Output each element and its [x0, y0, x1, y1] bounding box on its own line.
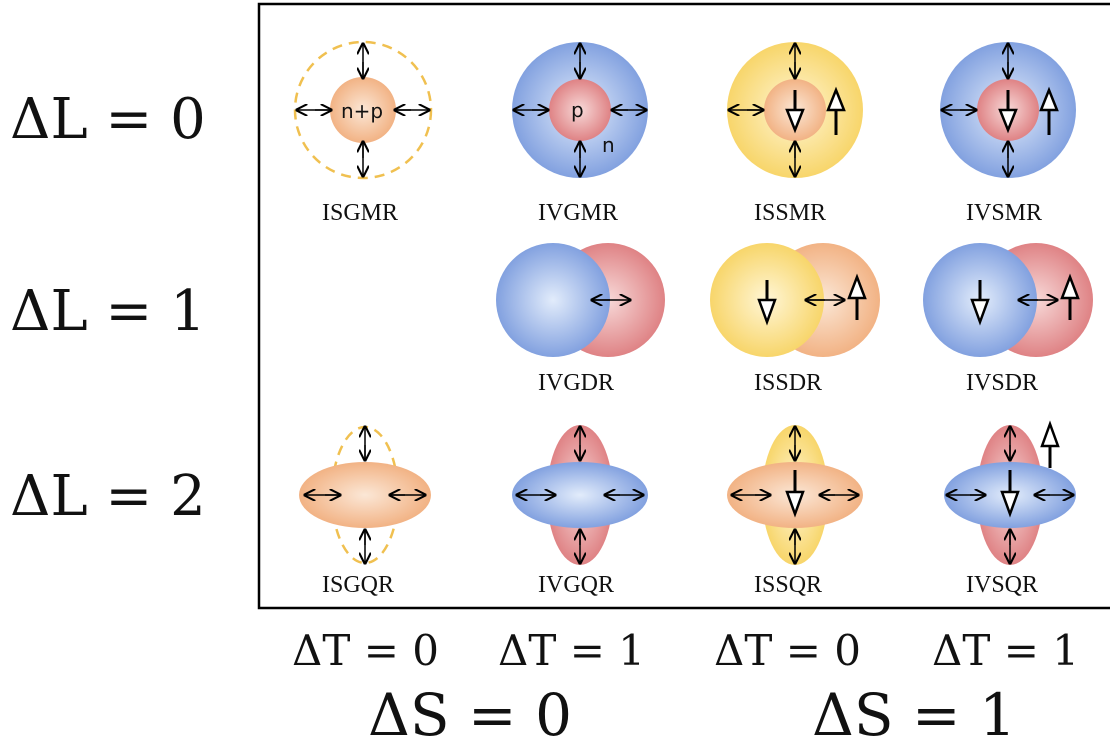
col-label-dt1-a: ΔT = 1: [498, 626, 645, 675]
label-p: p: [571, 98, 584, 122]
group-label-ds1: ΔS = 1: [812, 681, 1016, 745]
diagram-frame: [257, 2, 1110, 610]
ivgmr-figure: p n: [512, 42, 648, 178]
label-n-plus-p: n+p: [341, 99, 383, 123]
caption-isgmr: ISGMR: [322, 200, 398, 226]
ivsqr-figure: [944, 420, 1076, 565]
caption-ivsdr: IVSDR: [966, 370, 1038, 396]
caption-issmr: ISSMR: [754, 200, 826, 226]
ivsdr-figure: [923, 243, 1093, 357]
ivsmr-figure: [940, 42, 1076, 178]
row-label-dl1: ΔL = 1: [10, 279, 206, 344]
issmr-figure: [727, 42, 863, 178]
isgmr-figure: n+p: [293, 40, 433, 180]
label-n: n: [602, 133, 615, 157]
ivgdr-figure: [496, 243, 665, 357]
col-label-dt1-b: ΔT = 1: [932, 626, 1079, 675]
col-label-dt0-a: ΔT = 0: [292, 626, 439, 675]
caption-issqr: ISSQR: [754, 572, 822, 598]
isgqr-figure: [299, 427, 431, 563]
caption-ivsqr: IVSQR: [966, 572, 1038, 598]
caption-isgqr: ISGQR: [322, 572, 394, 598]
group-label-ds0: ΔS = 0: [368, 681, 572, 745]
issqr-figure: [727, 425, 863, 565]
caption-ivgmr: IVGMR: [538, 200, 618, 226]
caption-ivgqr: IVGQR: [538, 572, 614, 598]
caption-ivsmr: IVSMR: [966, 200, 1042, 226]
row-label-dl0: ΔL = 0: [10, 87, 206, 152]
ivgqr-figure: [512, 425, 648, 565]
caption-issdr: ISSDR: [754, 370, 822, 396]
col-label-dt0-b: ΔT = 0: [714, 626, 861, 675]
caption-ivgdr: IVGDR: [538, 370, 614, 396]
issdr-figure: [710, 243, 880, 357]
row-label-dl2: ΔL = 2: [10, 464, 206, 529]
